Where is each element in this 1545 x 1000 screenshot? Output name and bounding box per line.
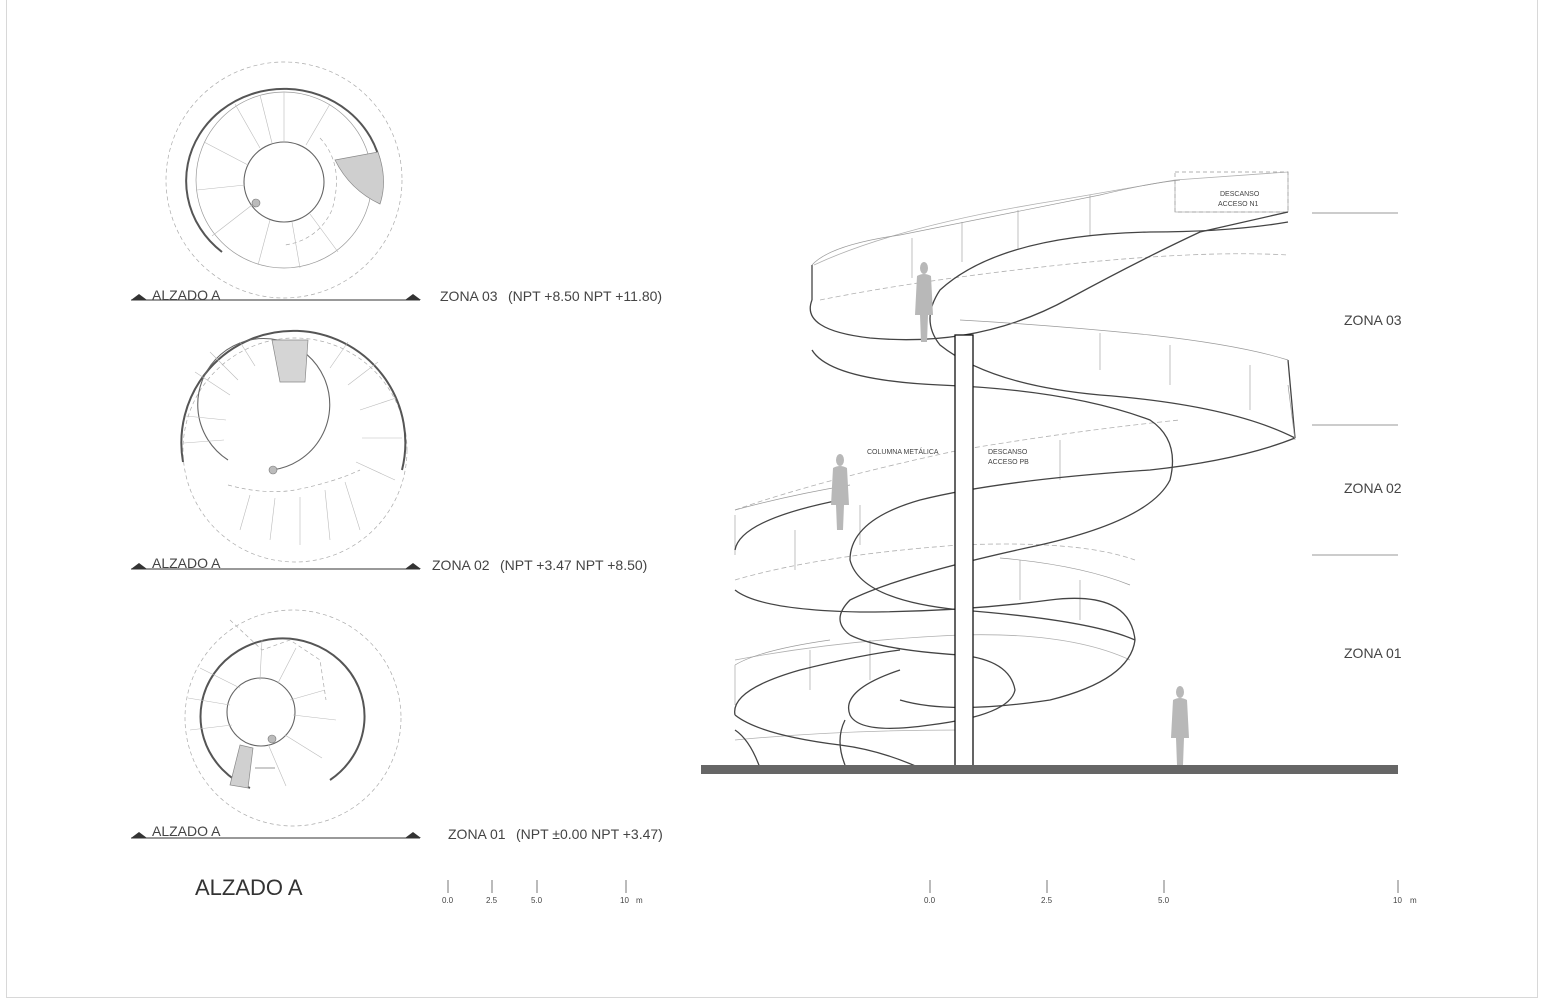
zone-label: ZONA 02 <box>1344 480 1402 496</box>
helix-rails <box>734 179 1296 666</box>
ground-slab <box>701 765 1398 774</box>
plan-zona-02: ALZADO A ZONA 02 (NPT +3.47 NPT +8.50) <box>131 329 647 573</box>
top-landing-label: ACCESO N1 <box>1218 201 1259 208</box>
scale-tick-label: 5.0 <box>531 896 543 905</box>
plan-outer-rail <box>199 637 366 789</box>
section-arrow-icon <box>405 563 421 569</box>
section-label: ALZADO A <box>152 555 221 571</box>
person-silhouette-icon <box>915 262 933 342</box>
ground-landing-label: DESCANSO <box>988 449 1028 456</box>
scale-unit: m <box>1410 896 1417 905</box>
zone-label: ZONA 03 <box>1344 312 1402 328</box>
section-arrow-icon <box>131 294 147 300</box>
scale-tick-label: 0.0 <box>924 896 936 905</box>
plan-landing-shaded <box>229 744 254 789</box>
drawing-sheet <box>6 0 1538 998</box>
plan-column-dot <box>251 198 261 208</box>
plan-landing-shaded <box>271 339 309 383</box>
elevation-construction-lines <box>734 171 1289 741</box>
plan-inner-edge <box>197 337 331 471</box>
plan-outer-dashed-circle <box>182 337 408 563</box>
section-label: ALZADO A <box>152 287 221 303</box>
elevation-title: ALZADO A <box>195 875 303 900</box>
zone-levels: (NPT +3.47 NPT +8.50) <box>500 557 647 573</box>
scale-tick-label: 5.0 <box>1158 896 1170 905</box>
plan-zona-01: ALZADO A ZONA 01 (NPT ±0.00 NPT +3.47) <box>131 609 663 842</box>
scale-tick-label: 2.5 <box>1041 896 1053 905</box>
top-landing-label: DESCANSO <box>1220 191 1260 198</box>
person-silhouette-icon <box>1171 686 1189 765</box>
section-arrow-icon <box>405 832 421 838</box>
scale-tick-label: 2.5 <box>486 896 498 905</box>
zone-label: ZONA 01 <box>448 826 506 842</box>
scale-bar-left: 0.0 2.5 5.0 10 m <box>442 880 643 905</box>
plan-outer-dashed-circle <box>165 61 403 299</box>
section-arrow-icon <box>131 563 147 569</box>
section-arrow-icon <box>131 832 147 838</box>
scale-tick-label: 10 <box>1393 896 1402 905</box>
scale-bar-right: 0.0 2.5 5.0 10 m <box>924 880 1417 905</box>
scale-tick-label: 0.0 <box>442 896 454 905</box>
column-label: COLUMNA METÁLICA <box>867 447 939 456</box>
plan-outer-rail <box>185 87 384 253</box>
scale-tick-label: 10 <box>620 896 629 905</box>
person-silhouette-icon <box>831 454 849 530</box>
metal-column <box>954 334 974 767</box>
plan-outer-rail <box>180 329 407 471</box>
zone-label: ZONA 01 <box>1344 645 1402 661</box>
human-silhouettes <box>831 262 1189 765</box>
section-label: ALZADO A <box>152 823 221 839</box>
zone-label: ZONA 02 <box>432 557 490 573</box>
zone-levels: (NPT ±0.00 NPT +3.47) <box>516 826 663 842</box>
zone-levels: (NPT +8.50 NPT +11.80) <box>508 288 662 304</box>
helix-bands <box>734 211 1296 769</box>
ground-landing-label: ACCESO PB <box>988 459 1029 466</box>
plan-inner-core <box>226 677 296 747</box>
stair-elevation: DESCANSO ACCESO N1 COLUMNA METÁLICA DESC… <box>701 171 1402 774</box>
plan-column-dot <box>267 734 277 744</box>
plan-inner-core <box>243 141 325 223</box>
plan-landing-shaded <box>334 151 384 205</box>
plan-column-dot <box>268 465 278 475</box>
plan-outer-dashed-circle <box>184 609 402 827</box>
scale-unit: m <box>636 896 643 905</box>
zone-label: ZONA 03 <box>440 288 498 304</box>
section-arrow-icon <box>405 294 421 300</box>
top-landing-outline <box>1174 171 1289 213</box>
plan-zona-03: ALZADO A ZONA 03 (NPT +8.50 NPT +11.80) <box>131 61 662 304</box>
